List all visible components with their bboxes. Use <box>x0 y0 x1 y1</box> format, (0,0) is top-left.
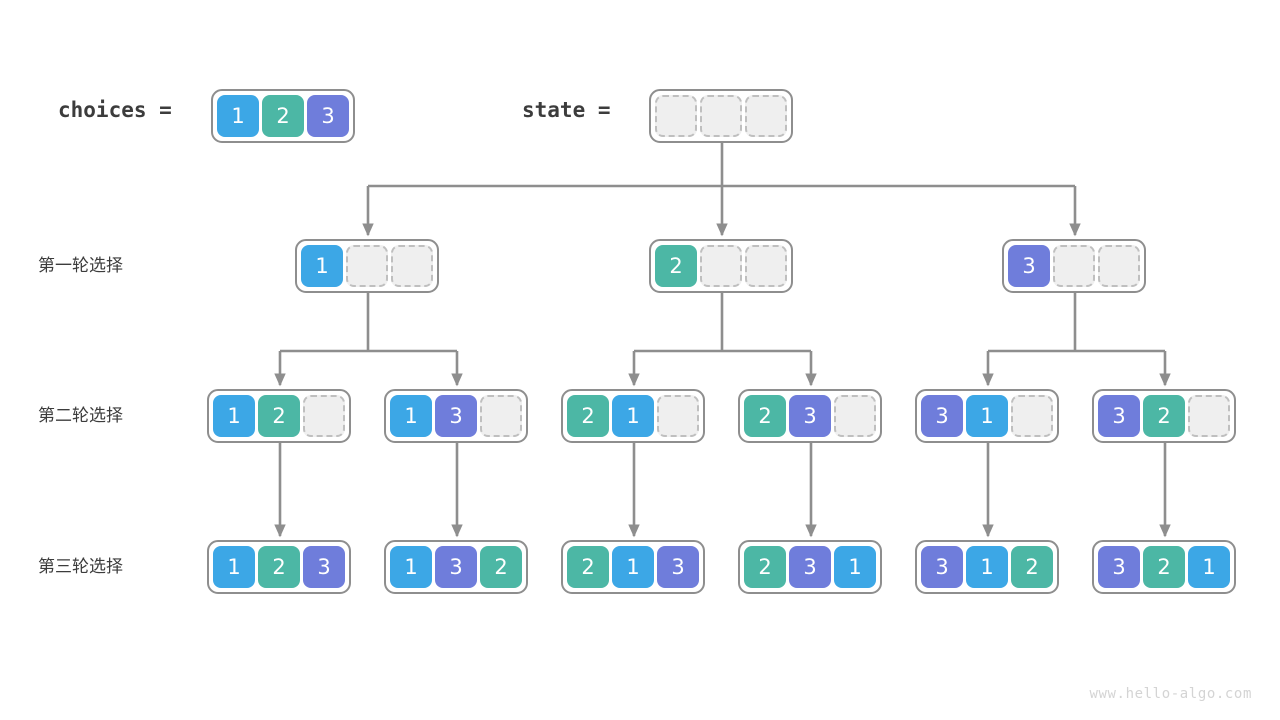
state-array <box>649 89 793 143</box>
tree-cell-r1-1-empty <box>391 245 433 287</box>
tree-cell-r1-3-empty <box>1098 245 1140 287</box>
tree-cell-r3-4-value: 3 <box>789 546 831 588</box>
tree-cell-r3-5-value: 2 <box>1011 546 1053 588</box>
tree-cell-r3-1-value: 2 <box>258 546 300 588</box>
tree-cell-r3-3-value: 3 <box>657 546 699 588</box>
tree-cell-r2-2-empty <box>480 395 522 437</box>
tree-cell-r2-1-value: 1 <box>213 395 255 437</box>
choices-cell-value: 3 <box>307 95 349 137</box>
tree-node-r1-2: 2 <box>649 239 793 293</box>
tree-cell-r2-5-empty <box>1011 395 1053 437</box>
row-label-round-1: 第一轮选择 <box>38 256 123 276</box>
tree-cell-r1-2-empty <box>745 245 787 287</box>
tree-cell-r1-1-value: 1 <box>301 245 343 287</box>
row-label-round-2: 第二轮选择 <box>38 406 123 426</box>
row-label-round-3: 第三轮选择 <box>38 557 123 577</box>
tree-cell-r2-1-empty <box>303 395 345 437</box>
tree-cell-r3-5-value: 1 <box>966 546 1008 588</box>
tree-cell-r1-2-value: 2 <box>655 245 697 287</box>
tree-node-r1-1: 1 <box>295 239 439 293</box>
tree-cell-r3-6-value: 1 <box>1188 546 1230 588</box>
tree-node-r1-3: 3 <box>1002 239 1146 293</box>
choices-cell-value: 1 <box>217 95 259 137</box>
tree-cell-r2-3-value: 1 <box>612 395 654 437</box>
choices-label: choices = <box>58 98 172 122</box>
tree-cell-r3-3-value: 2 <box>567 546 609 588</box>
tree-cell-r2-4-empty <box>834 395 876 437</box>
choices-cell-value: 2 <box>262 95 304 137</box>
tree-cell-r3-1-value: 1 <box>213 546 255 588</box>
tree-cell-r1-3-empty <box>1053 245 1095 287</box>
tree-cell-r2-6-value: 2 <box>1143 395 1185 437</box>
state-label: state = <box>522 98 611 122</box>
tree-cell-r2-6-empty <box>1188 395 1230 437</box>
tree-cell-r2-1-value: 2 <box>258 395 300 437</box>
tree-cell-r2-5-value: 3 <box>921 395 963 437</box>
watermark: www.hello-algo.com <box>1089 686 1252 702</box>
tree-cell-r1-2-empty <box>700 245 742 287</box>
tree-cell-r1-1-empty <box>346 245 388 287</box>
tree-cell-r2-4-value: 3 <box>789 395 831 437</box>
tree-cell-r2-3-value: 2 <box>567 395 609 437</box>
tree-cell-r3-6-value: 2 <box>1143 546 1185 588</box>
tree-cell-r3-2-value: 1 <box>390 546 432 588</box>
tree-cell-r3-2-value: 3 <box>435 546 477 588</box>
tree-cell-r2-3-empty <box>657 395 699 437</box>
tree-cell-r2-2-value: 3 <box>435 395 477 437</box>
tree-cell-r2-4-value: 2 <box>744 395 786 437</box>
state-cell-empty <box>745 95 787 137</box>
tree-cell-r3-3-value: 1 <box>612 546 654 588</box>
tree-cell-r1-3-value: 3 <box>1008 245 1050 287</box>
tree-cell-r3-5-value: 3 <box>921 546 963 588</box>
tree-cell-r2-6-value: 3 <box>1098 395 1140 437</box>
state-cell-empty <box>655 95 697 137</box>
tree-cell-r3-2-value: 2 <box>480 546 522 588</box>
tree-cell-r3-6-value: 3 <box>1098 546 1140 588</box>
state-cell-empty <box>700 95 742 137</box>
tree-cell-r3-4-value: 1 <box>834 546 876 588</box>
tree-cell-r3-4-value: 2 <box>744 546 786 588</box>
tree-cell-r2-5-value: 1 <box>966 395 1008 437</box>
tree-cell-r2-2-value: 1 <box>390 395 432 437</box>
tree-cell-r3-1-value: 3 <box>303 546 345 588</box>
